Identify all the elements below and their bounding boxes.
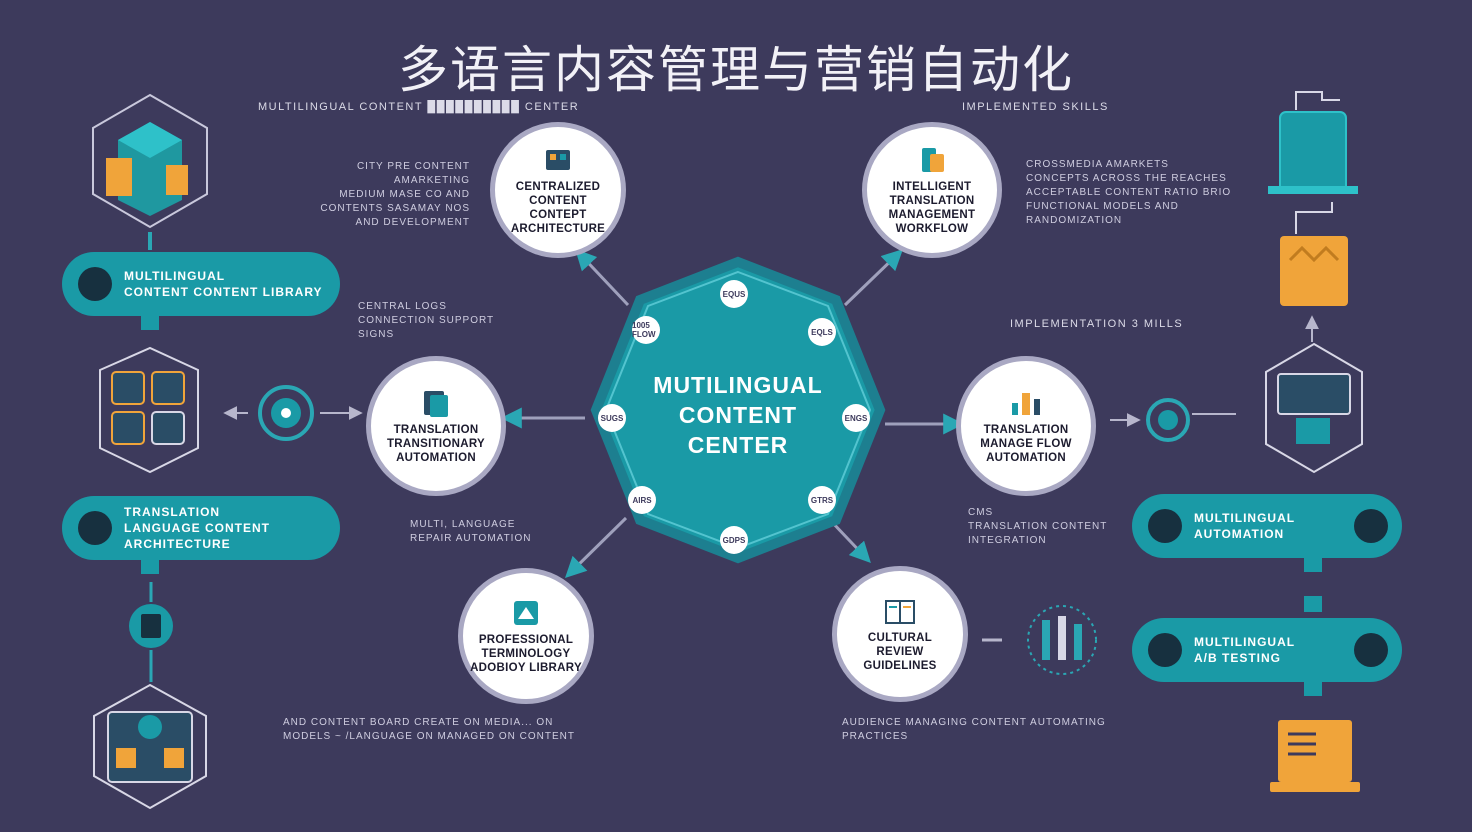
header-mid-right: IMPLEMENTATION 3 MILLS bbox=[1010, 318, 1184, 330]
node-label: TRANSLATION TRANSITIONARY AUTOMATION bbox=[386, 424, 486, 464]
pill-tab bbox=[141, 558, 159, 574]
center-satellite-dot: GTRS bbox=[808, 486, 836, 514]
center-satellite-dot: EQUS bbox=[720, 280, 748, 308]
center-satellite-dot: 1005 FLOW bbox=[632, 316, 660, 344]
center-satellite-dot: EQLS bbox=[808, 318, 836, 346]
pill-tab bbox=[1304, 680, 1322, 696]
pill-multilingual-automation[interactable]: MULTILINGUAL AUTOMATION bbox=[1132, 494, 1402, 558]
document-stack-icon bbox=[424, 391, 448, 417]
center-satellite-dot: ENGS bbox=[842, 404, 870, 432]
center-satellite-dot: GDPS bbox=[720, 526, 748, 554]
note-text: CENTRAL LOGS CONNECTION SUPPORT SIGNS bbox=[358, 301, 495, 340]
tool-set-icon bbox=[982, 605, 1097, 675]
pill-content-architecture[interactable]: TRANSLATION LANGUAGE CONTENT ARCHITECTUR… bbox=[62, 496, 340, 560]
pill-ab-testing[interactable]: MULTILINGUAL A/B TESTING bbox=[1132, 618, 1402, 682]
circuit-cube-icon bbox=[99, 346, 199, 474]
header-top-left: MULTILINGUAL CONTENT ██████████ CENTER bbox=[258, 101, 580, 113]
connector-arrow bbox=[575, 248, 630, 307]
note-text: MULTI, LANGUAGE REPAIR AUTOMATION bbox=[410, 519, 532, 544]
hexagon-building-icon bbox=[92, 93, 208, 229]
workflow-icon bbox=[922, 148, 944, 172]
node-label: TRANSLATION MANAGE FLOW AUTOMATION bbox=[980, 424, 1072, 464]
pill-content-library[interactable]: MULTILINGUAL CONTENT CONTENT LIBRARY bbox=[62, 252, 340, 316]
analytics-icon bbox=[1012, 393, 1040, 415]
pill-tab bbox=[1304, 596, 1322, 612]
mainframe-icon bbox=[1268, 91, 1358, 194]
connector-arrow bbox=[843, 249, 904, 307]
orange-server-icon bbox=[1280, 202, 1348, 306]
page-title: 多语言内容管理与营销自动化 bbox=[398, 41, 1074, 99]
note-text: CMS TRANSLATION CONTENT INTEGRATION bbox=[968, 507, 1108, 546]
connector-gear-icon bbox=[1110, 398, 1236, 442]
pill-label: MULTILINGUAL AUTOMATION bbox=[1194, 511, 1296, 541]
user-terminal-icon bbox=[78, 511, 112, 545]
hexagon-monitor-icon bbox=[1265, 342, 1363, 474]
guidebook-icon bbox=[885, 600, 915, 624]
note-text: AUDIENCE MANAGING CONTENT AUTOMATING PRA… bbox=[842, 717, 1106, 742]
connector-arrow bbox=[828, 518, 871, 564]
center-satellite-dot: SUGS bbox=[598, 404, 626, 432]
pill-label: TRANSLATION LANGUAGE CONTENT ARCHITECTUR… bbox=[124, 505, 270, 551]
node-centralized-architecture[interactable]: CENTRALIZED CONTENT CONTEPT ARCHITECTURE bbox=[490, 122, 626, 258]
node-label: CENTRALIZED CONTENT CONTEPT ARCHITECTURE bbox=[510, 181, 606, 235]
center-satellite-dot: AIRS bbox=[628, 486, 656, 514]
clipboard-icon bbox=[129, 582, 173, 682]
node-terminology-library[interactable]: PROFESSIONAL TERMINOLOGY ADOBIOY LIBRARY bbox=[458, 568, 594, 704]
header-top-right: IMPLEMENTED SKILLS bbox=[962, 101, 1109, 113]
pill-tab bbox=[1304, 556, 1322, 572]
test-dashboard-icon bbox=[1354, 633, 1388, 667]
node-cultural-review[interactable]: CULTURAL REVIEW GUIDELINES bbox=[832, 566, 968, 702]
pill-label: MULTILINGUAL CONTENT CONTENT LIBRARY bbox=[124, 269, 323, 299]
hexagon-dashboard-icon bbox=[93, 683, 207, 810]
grid-chart-icon bbox=[1148, 633, 1182, 667]
note-text: CITY PRE CONTENT AMARKETING MEDIUM MASE … bbox=[320, 161, 470, 228]
library-icon bbox=[514, 601, 538, 625]
node-translation-workflow[interactable]: INTELLIGENT TRANSLATION MANAGEMENT WORKF… bbox=[862, 122, 1002, 258]
node-management-flow-automation[interactable]: TRANSLATION MANAGE FLOW AUTOMATION bbox=[956, 356, 1096, 496]
server-icon bbox=[546, 150, 570, 170]
node-label: INTELLIGENT TRANSLATION MANAGEMENT WORKF… bbox=[888, 181, 976, 235]
node-label: PROFESSIONAL TERMINOLOGY ADOBIOY LIBRARY bbox=[470, 634, 582, 674]
laptop-document-icon bbox=[1270, 720, 1360, 792]
pill-label: MULTILINGUAL A/B TESTING bbox=[1194, 635, 1296, 665]
node-label: CULTURAL REVIEW GUIDELINES bbox=[863, 632, 937, 672]
gear-target-icon bbox=[223, 385, 363, 441]
user-search-icon bbox=[1148, 509, 1182, 543]
user-terminal-icon bbox=[78, 267, 112, 301]
connector-arrow bbox=[565, 516, 628, 578]
note-text: CROSSMEDIA AMARKETS CONCEPTS ACROSS THE … bbox=[1026, 159, 1232, 226]
robot-icon bbox=[1354, 509, 1388, 543]
note-text: AND CONTENT BOARD CREATE ON MEDIA... ON … bbox=[283, 717, 575, 742]
node-translation-automation[interactable]: TRANSLATION TRANSITIONARY AUTOMATION bbox=[366, 356, 506, 496]
pill-tab bbox=[141, 314, 159, 330]
